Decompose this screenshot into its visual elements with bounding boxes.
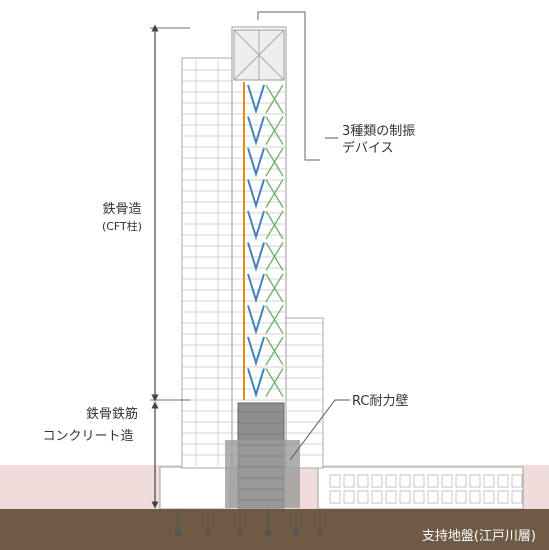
cft-column-label: (CFT柱) [102, 219, 142, 233]
damper-label-line2: デバイス [342, 140, 394, 156]
damper-label-line1: 3種類の制振 [342, 123, 415, 139]
src-label-line1: 鉄骨鉄筋 [86, 406, 138, 422]
foundation-piles [174, 509, 324, 537]
src-label-line2: コンクリート造 [42, 429, 133, 444]
rc-leader-line [289, 399, 350, 461]
dimension-arrow-icon [150, 24, 190, 509]
tower-body [181, 11, 324, 469]
podium-building [167, 466, 524, 510]
left-podium [159, 466, 231, 510]
foundation-label: 支持地盤(江戸川層) [422, 529, 536, 544]
rc-core-wall [225, 402, 300, 509]
steel-structure-label: 鉄骨造 [102, 202, 141, 217]
rc-wall-label: RC耐力壁 [352, 394, 408, 409]
damper-zone [243, 82, 284, 400]
foundation-band [0, 509, 549, 550]
